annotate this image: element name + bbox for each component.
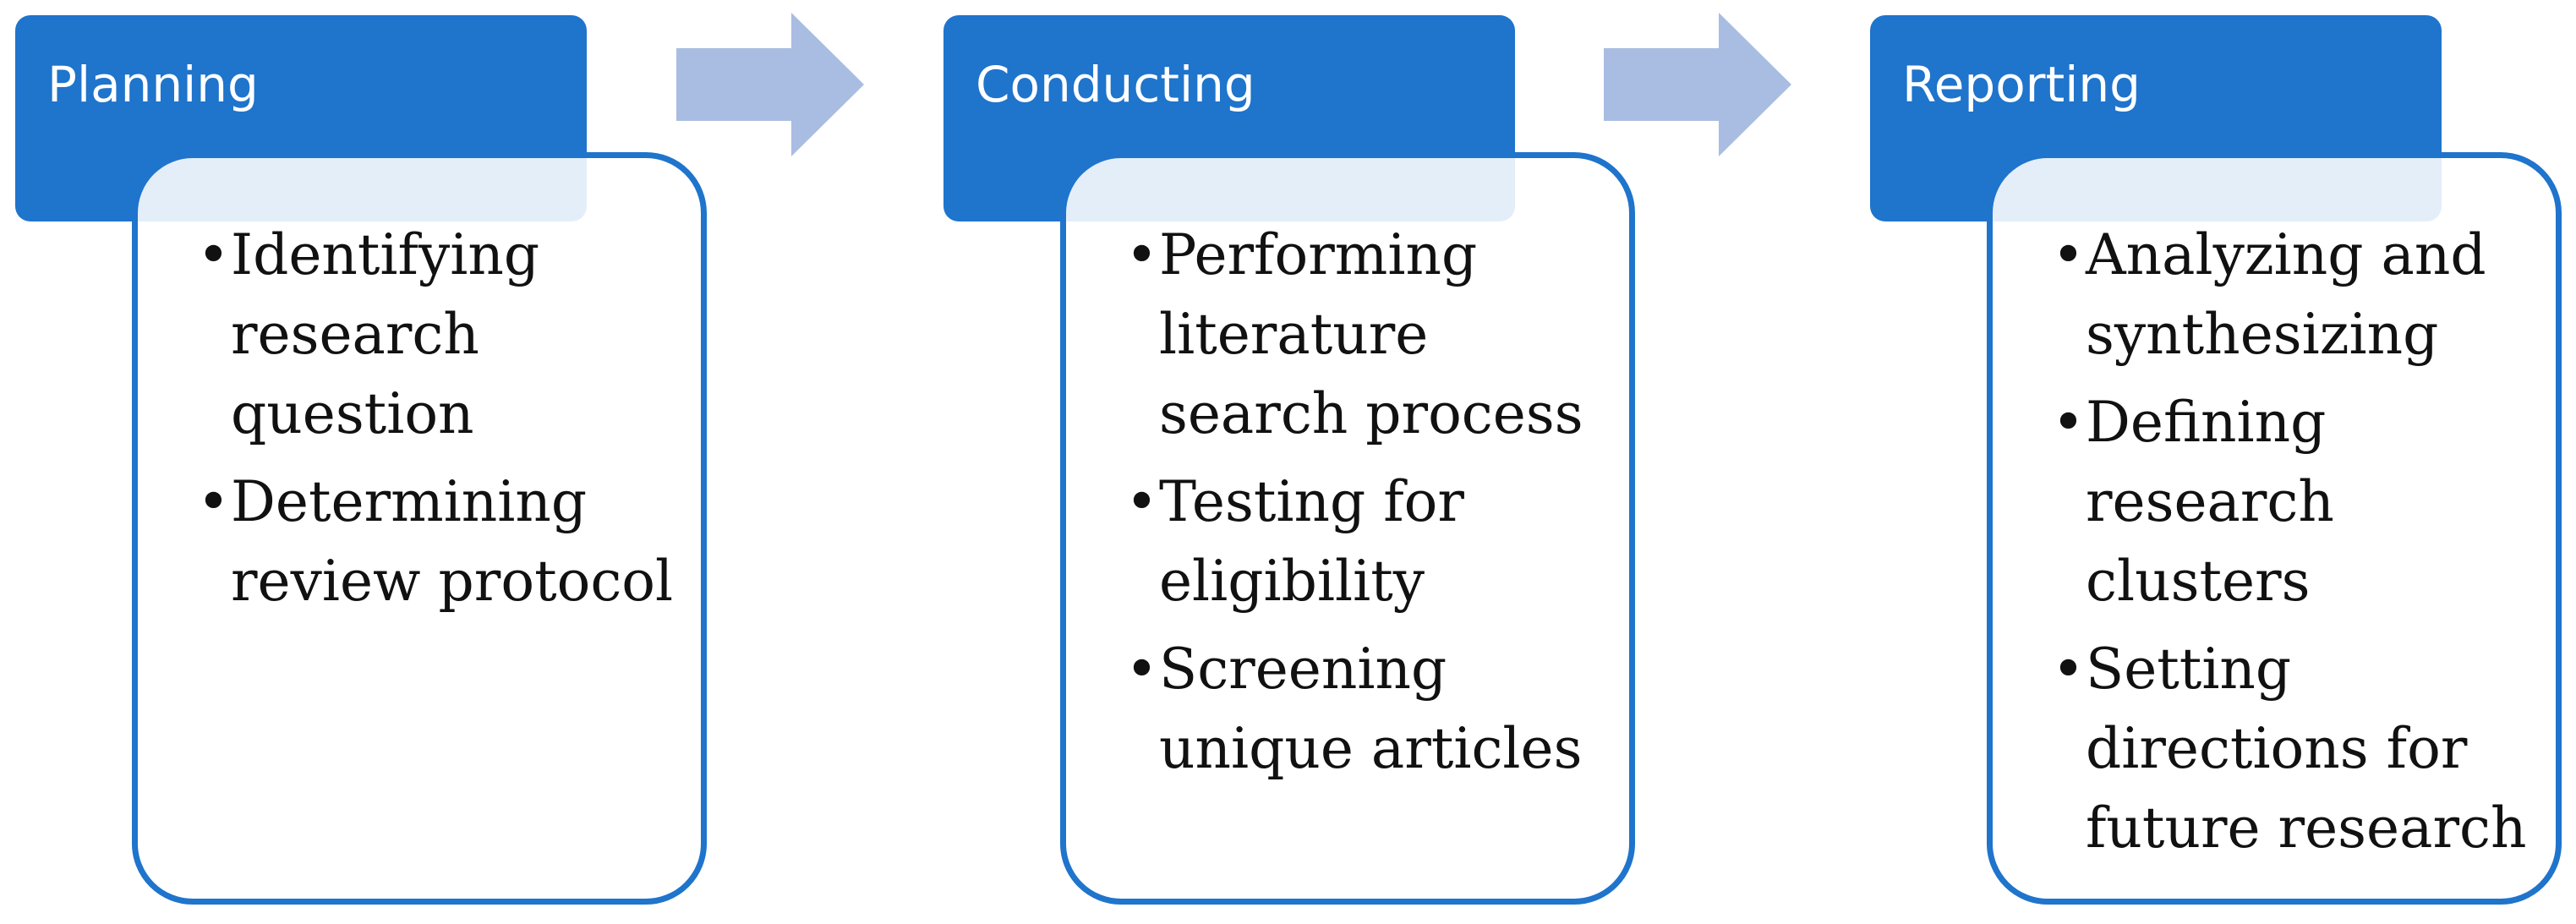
bullet-icon: • <box>2052 637 2085 702</box>
bullet-icon: • <box>2052 222 2085 287</box>
stage-title: Reporting <box>1902 56 2141 113</box>
list-item-text: Defining research clusters <box>2086 390 2334 614</box>
bullet-icon: • <box>1125 637 1158 702</box>
list-item: •Testing for eligibility <box>1125 462 1629 621</box>
bullet-icon: • <box>2052 390 2085 455</box>
right-arrow-icon <box>676 13 864 156</box>
arrow-shape <box>676 13 864 156</box>
list-item: •Performing literature search process <box>1125 216 1629 454</box>
stage-planning: Planning •Identifying research question … <box>15 0 725 924</box>
list-item: •Defining research clusters <box>2052 383 2556 621</box>
list-item: •Identifying research question <box>197 216 701 454</box>
list-item-text: Testing for eligibility <box>1159 469 1464 614</box>
right-arrow-icon <box>1604 13 1791 156</box>
list-item: •Setting directions for future research <box>2052 630 2556 868</box>
list-item-text: Performing literature search process <box>1159 222 1583 446</box>
bullet-icon: • <box>1125 469 1158 534</box>
list-item-text: Setting directions for future research <box>2086 637 2527 861</box>
list-item-text: Analyzing and synthesizing <box>2086 222 2486 367</box>
list-item: •Analyzing and synthesizing <box>2052 216 2556 375</box>
stage-title: Conducting <box>976 56 1255 113</box>
stage-title: Planning <box>47 56 259 113</box>
stage-card: •Identifying research question •Determin… <box>132 152 707 905</box>
stage-card: •Analyzing and synthesizing •Defining re… <box>1987 152 2562 905</box>
bullet-icon: • <box>1125 222 1158 287</box>
list-item-text: Identifying research question <box>231 222 540 446</box>
list-item: •Screening unique articles <box>1125 630 1629 789</box>
stage-item-list: •Analyzing and synthesizing •Defining re… <box>2052 216 2556 877</box>
arrow-shape <box>1604 13 1791 156</box>
bullet-icon: • <box>197 222 230 287</box>
stage-item-list: •Performing literature search process •T… <box>1125 216 1629 797</box>
stage-card: •Performing literature search process •T… <box>1060 152 1635 905</box>
list-item: •Determining review protocol <box>197 462 701 621</box>
stage-item-list: •Identifying research question •Determin… <box>197 216 701 630</box>
stage-reporting: Reporting •Analyzing and synthesizing •D… <box>1870 0 2576 924</box>
stage-conducting: Conducting •Performing literature search… <box>943 0 1654 924</box>
list-item-text: Determining review protocol <box>231 469 674 614</box>
bullet-icon: • <box>197 469 230 534</box>
list-item-text: Screening unique articles <box>1159 637 1583 781</box>
